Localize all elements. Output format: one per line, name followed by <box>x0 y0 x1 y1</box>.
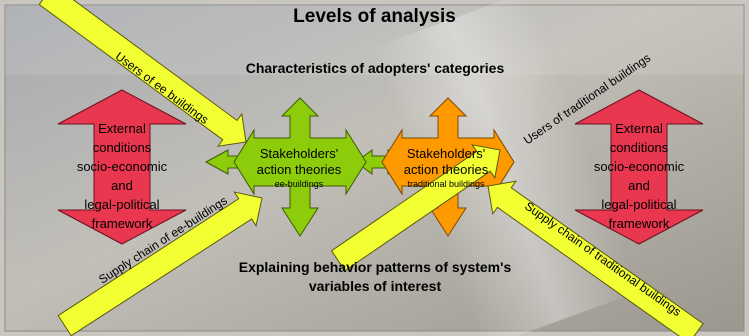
arrow-users-ee <box>38 0 247 147</box>
arrow-users-traditional <box>330 144 501 272</box>
right-external-arrow <box>574 89 704 245</box>
right-external-line: External <box>615 121 663 136</box>
left-external-label: External conditions socio-economic and l… <box>67 119 177 233</box>
right-external-line: and <box>628 178 650 193</box>
orange-stakeholders-cross <box>381 97 515 237</box>
left-external-line: conditions <box>92 140 152 155</box>
green-stakeholders-cross <box>233 97 367 237</box>
left-stakeholders-sub: ee-buildings <box>274 179 324 189</box>
left-stakeholders-label: Stakeholders' action theories ee-buildin… <box>229 146 369 190</box>
diagram-title: Levels of analysis <box>293 6 456 27</box>
right-stakeholders-sub: traditional buildings <box>407 179 485 189</box>
right-external-label: External conditions socio-economic and l… <box>584 119 694 233</box>
right-external-line: socio-economic <box>593 159 685 174</box>
arrow-supply-traditional <box>487 180 704 336</box>
arrow-supply-ee <box>57 191 263 336</box>
left-external-line: and <box>111 178 133 193</box>
bottom-line: variables of interest <box>308 278 442 294</box>
left-external-line: socio-economic <box>76 159 168 174</box>
right-stakeholders-line: Stakeholders' <box>406 146 486 161</box>
right-external-line: conditions <box>609 140 669 155</box>
left-external-line: External <box>98 121 146 136</box>
left-stakeholders-line: action theories <box>256 162 342 177</box>
left-external-arrow <box>57 89 187 245</box>
right-external-line: framework <box>608 216 670 231</box>
bottom-line: Explaining behavior patterns of system's <box>238 259 512 275</box>
left-external-line: framework <box>91 216 153 231</box>
bottom-explanation: Explaining behavior patterns of system's… <box>200 258 550 296</box>
right-external-line: legal-political <box>601 197 677 212</box>
left-stakeholders-line: Stakeholders' <box>259 146 339 161</box>
left-external-line: legal-political <box>84 197 160 212</box>
diagram-subtitle: Characteristics of adopters' categories <box>245 60 505 76</box>
right-stakeholders-line: action theories <box>403 162 489 177</box>
right-stakeholders-label: Stakeholders' action theories traditiona… <box>376 146 516 190</box>
